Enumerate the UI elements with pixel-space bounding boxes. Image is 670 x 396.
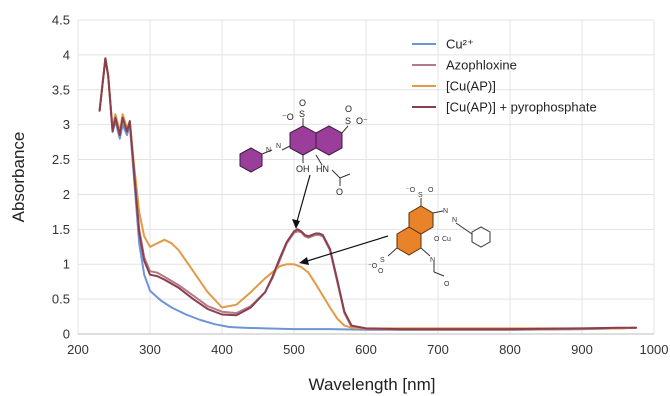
structure-1-o-top-left: O bbox=[299, 98, 306, 108]
x-tick-label: 1000 bbox=[640, 342, 669, 357]
structure-1-o-carbonyl: O bbox=[336, 187, 343, 197]
y-tick-label: 4 bbox=[63, 47, 70, 62]
y-tick-label: 2 bbox=[63, 187, 70, 202]
x-tick-label: 900 bbox=[571, 342, 593, 357]
bond bbox=[339, 173, 351, 179]
x-tick-label: 800 bbox=[499, 342, 521, 357]
y-tick-label: 4.5 bbox=[52, 13, 70, 28]
bond bbox=[387, 247, 398, 257]
y-tick-label: 0 bbox=[63, 327, 70, 342]
bond bbox=[281, 145, 291, 151]
y-tick-label: 3 bbox=[63, 117, 70, 132]
structure-2-s-bottom: S bbox=[380, 257, 385, 264]
x-tick-label: 600 bbox=[355, 342, 377, 357]
series-line-2 bbox=[98, 57, 637, 330]
structure-2-o-minus-top: ⁻O bbox=[406, 187, 416, 194]
x-axis-title: Wavelength [nm] bbox=[309, 375, 436, 394]
structure-2-s-top: S bbox=[418, 192, 423, 199]
arrow-azophloxine-head bbox=[292, 219, 300, 229]
y-tick-label: 1.5 bbox=[52, 222, 70, 237]
arrow-cu-complex-head bbox=[299, 257, 309, 265]
structure-1-oh: OH bbox=[296, 164, 310, 174]
legend-label-3: [Cu(AP)] + pyrophosphate bbox=[446, 100, 597, 115]
bond bbox=[420, 247, 431, 257]
x-tick-label: 400 bbox=[211, 342, 233, 357]
structure-1-o-top-right: O bbox=[345, 104, 352, 114]
structure-1-o-minus-right: O⁻ bbox=[356, 116, 368, 126]
legend-label-2: [Cu(AP)] bbox=[446, 79, 496, 94]
structure-1-n2: N bbox=[276, 143, 281, 150]
structure-2-o-cu: O bbox=[434, 236, 440, 243]
structure-1-ring-right bbox=[315, 125, 343, 156]
bond bbox=[433, 271, 445, 277]
structure-1-ring-left bbox=[239, 147, 263, 173]
bond bbox=[261, 149, 273, 155]
structure-2-o-top: O bbox=[428, 187, 434, 194]
series-line-3 bbox=[98, 57, 637, 331]
x-tick-label: 300 bbox=[139, 342, 161, 357]
structure-1-s-left: S bbox=[299, 109, 305, 119]
y-tick-label: 3.5 bbox=[52, 82, 70, 97]
y-axis-title: Absorbance bbox=[9, 132, 28, 223]
structure-2-n2: N bbox=[452, 217, 457, 224]
structure-1-s-right: S bbox=[345, 116, 351, 126]
azophloxine-structure: N N ⁻O S O S O O⁻ OH HN O bbox=[239, 98, 368, 197]
structure-1-n1: N bbox=[266, 147, 271, 154]
structure-2-phenyl bbox=[471, 226, 491, 248]
cu-ap-complex-structure: ⁻O S O N N O Cu N ⁻O S O O bbox=[368, 187, 491, 288]
structure-2-cu: Cu bbox=[442, 236, 451, 243]
y-tick-label: 1 bbox=[63, 257, 70, 272]
legend-label-0: Cu²⁺ bbox=[446, 37, 474, 52]
structure-1-hn: HN bbox=[316, 164, 329, 174]
structure-1-o-minus-left: ⁻O bbox=[282, 112, 294, 122]
legend: Cu²⁺ Azophloxine [Cu(AP)] [Cu(AP)] + pyroph… bbox=[412, 37, 597, 115]
structure-2-o-carbonyl: O bbox=[444, 281, 450, 288]
structure-1-ring-mid bbox=[289, 125, 317, 156]
y-tick-label: 0.5 bbox=[52, 292, 70, 307]
structure-2-o-bottom: O bbox=[378, 268, 384, 275]
legend-label-1: Azophloxine bbox=[446, 58, 517, 73]
x-tick-label: 700 bbox=[427, 342, 449, 357]
arrow-cu-complex bbox=[303, 235, 389, 263]
bond bbox=[455, 222, 473, 235]
series-lines bbox=[98, 57, 637, 331]
arrow-azophloxine bbox=[295, 174, 311, 226]
bond bbox=[331, 169, 341, 179]
x-tick-label: 500 bbox=[283, 342, 305, 357]
bond bbox=[341, 125, 349, 134]
grid bbox=[77, 19, 655, 335]
y-tick-label: 2.5 bbox=[52, 152, 70, 167]
structure-2-n1: N bbox=[443, 208, 448, 215]
annotation-arrows bbox=[292, 174, 389, 265]
bond bbox=[432, 210, 444, 214]
axes: 200 300 400 500 600 700 800 900 1000 0 0.5 1 1.5 2 2.5… bbox=[9, 13, 668, 395]
structure-2-n-amide: N bbox=[430, 257, 435, 264]
x-tick-label: 200 bbox=[67, 342, 89, 357]
bond bbox=[315, 154, 323, 166]
structure-2-o-minus-bottom: ⁻O bbox=[368, 263, 378, 270]
